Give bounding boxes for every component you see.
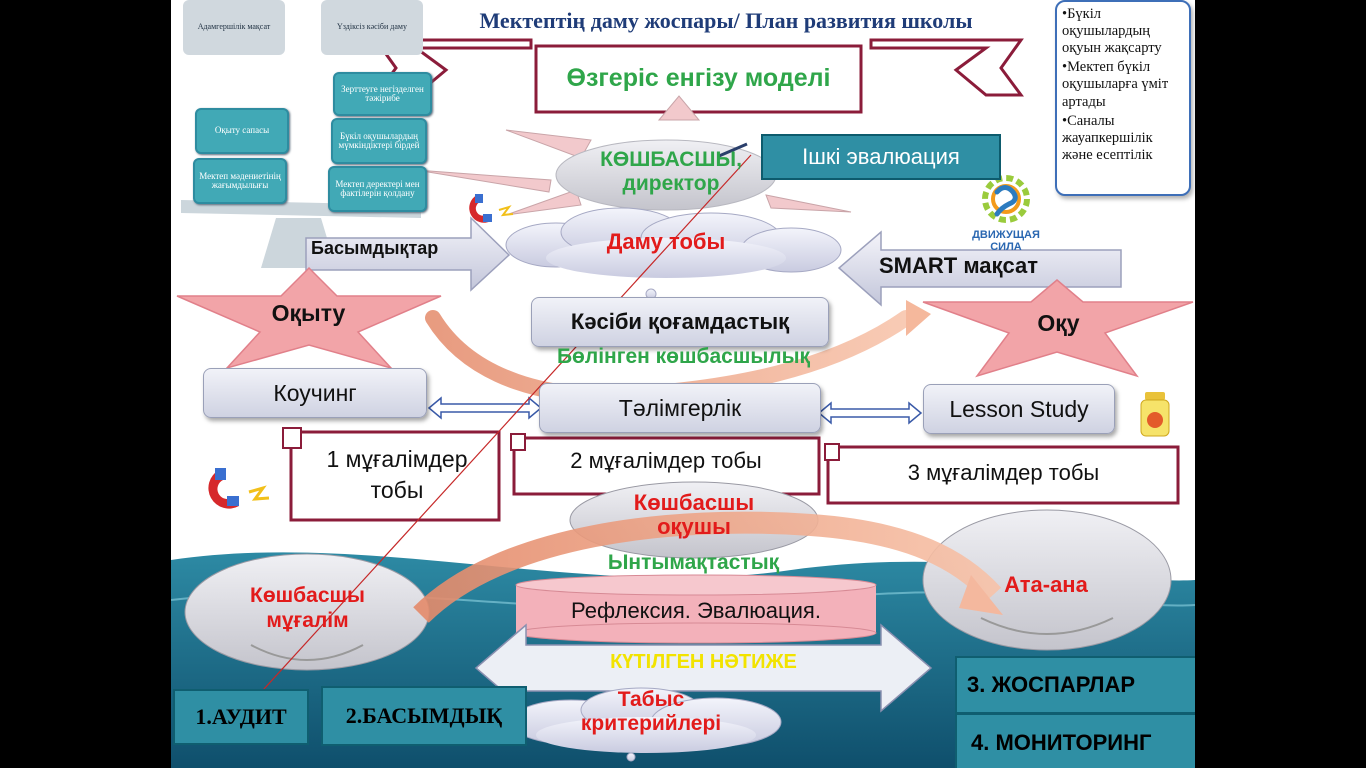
teaching-quality-box: Оқыту сапасы — [195, 108, 289, 154]
reflection-evaluation-label: Рефлексия. Эвалюация. — [571, 598, 821, 623]
star-teaching-label: Оқыту — [271, 300, 346, 326]
distributed-leadership-label: Бөлінген көшбасшылық — [556, 345, 811, 368]
driving-force-logo: ДВИЖУЩАЯ СИЛА — [961, 172, 1051, 253]
lesson-study-box: Lesson Study — [923, 384, 1115, 434]
parents-label: Ата-ана — [1004, 572, 1088, 597]
equal-opportunity-box: Бүкіл оқушылардың мүмкіндіктері бірдей — [331, 118, 427, 164]
logo-text: ДВИЖУЩАЯ СИЛА — [972, 229, 1040, 253]
change-model-banner: Өзгеріс енгізу моделі — [566, 64, 831, 92]
ribbon-right — [869, 38, 1024, 97]
dev-group-label: Даму тобы — [606, 229, 726, 254]
jar-icon — [1137, 388, 1175, 440]
magnet-icon — [467, 190, 517, 230]
page-title: Мектептің даму жоспары/ План развития шк… — [479, 8, 973, 33]
internal-evaluation-box: Ішкі эвалюация — [761, 134, 1001, 180]
plans-box: 3. ЖОСПАРЛАР — [955, 656, 1195, 714]
teacher-group-1: 1 мұғалімдер тобы — [326, 446, 468, 504]
research-practice-box: Зерттеуге негізделген тәжірибе — [333, 72, 432, 116]
continuous-prof-dev-box: Үздіксіз кәсіби даму — [321, 0, 423, 55]
star-learning-label: Оқу — [1037, 310, 1080, 336]
coaching-box: Коучинг — [203, 368, 427, 418]
moral-goal-box: Адамгершілік мақсат — [183, 0, 285, 55]
leader-teacher-label: Көшбасшы мұғалім — [250, 584, 365, 633]
parents-face — [922, 509, 1172, 651]
magnet-icon — [205, 462, 275, 520]
cooperation-label: Ынтымақтастық — [607, 551, 780, 574]
bullet-item: •Мектеп бүкіл оқушыларға үміт артады — [1062, 59, 1169, 110]
success-criteria-label: Табыс критерийлері — [580, 688, 722, 736]
cloud-criteria — [510, 687, 782, 762]
prof-community-box: Кәсіби қоғамдастық — [531, 297, 829, 347]
gears-icon — [982, 175, 1030, 223]
smart-goal-label: SMART мақсат — [879, 253, 1039, 278]
bullet-item: •Саналы жауапкершілік және есептілік — [1062, 112, 1153, 163]
expected-result-label: КҮТІЛГЕН НӘТИЖЕ — [610, 651, 797, 673]
audit-box: 1.АУДИТ — [173, 689, 309, 745]
mentoring-box: Тәлімгерлік — [539, 383, 821, 433]
teacher-group-3: 3 мұғалімдер тобы — [907, 460, 1100, 485]
monitoring-box: 4. МОНИТОРИНГ — [955, 713, 1195, 768]
star-left-shape — [176, 266, 442, 370]
cloud-dev-group — [505, 207, 842, 308]
leader-director-label: КӨШБАСШЫ, директор — [600, 148, 742, 196]
priority-box: 2.БАСЫМДЫҚ — [321, 686, 527, 746]
teacher-group-2: 2 мұғалімдер тобы — [570, 448, 762, 473]
bullet-item: •Бүкіл оқушылардың оқуын жақсарту — [1062, 6, 1162, 57]
leader-student-label: Көшбасшы оқушы — [633, 490, 755, 540]
goals-bullet-box: •Бүкіл оқушылардың оқуын жақсарту •Мекте… — [1055, 0, 1191, 196]
priorities-arrow-label: Басымдықтар — [311, 238, 439, 258]
star-right-shape — [922, 279, 1194, 378]
school-culture-box: Мектеп мәдениетінің жағымдылығы — [193, 158, 287, 204]
school-data-box: Мектеп деректері мен фактілерін қолдану — [328, 166, 427, 212]
slide: Мектептің даму жоспары/ План развития шк… — [171, 0, 1195, 768]
